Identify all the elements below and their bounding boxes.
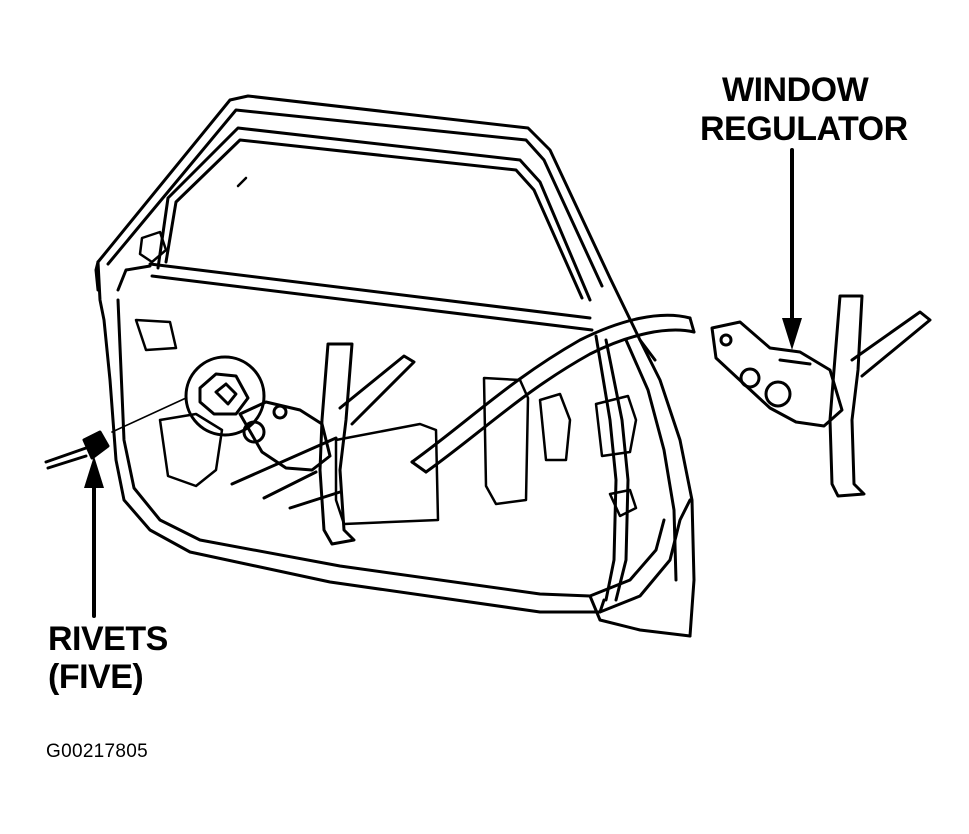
arrow-rivets [84, 456, 104, 618]
window-regulator-label-line1: WINDOW [722, 71, 869, 109]
rivets-label-line1: RIVETS [48, 620, 168, 658]
figure-code: G00217805 [46, 741, 149, 762]
window-regulator-part [710, 294, 932, 498]
rivet-detail-circle [111, 355, 266, 437]
window-regulator-label-line2: REGULATOR [700, 110, 908, 148]
window-guide-track [410, 313, 696, 474]
installed-regulator [230, 342, 416, 546]
rivet-part [44, 430, 110, 470]
door-shell [94, 94, 696, 638]
arrow-window-regulator [782, 148, 802, 350]
rivets-label-line2: (FIVE) [48, 658, 144, 696]
